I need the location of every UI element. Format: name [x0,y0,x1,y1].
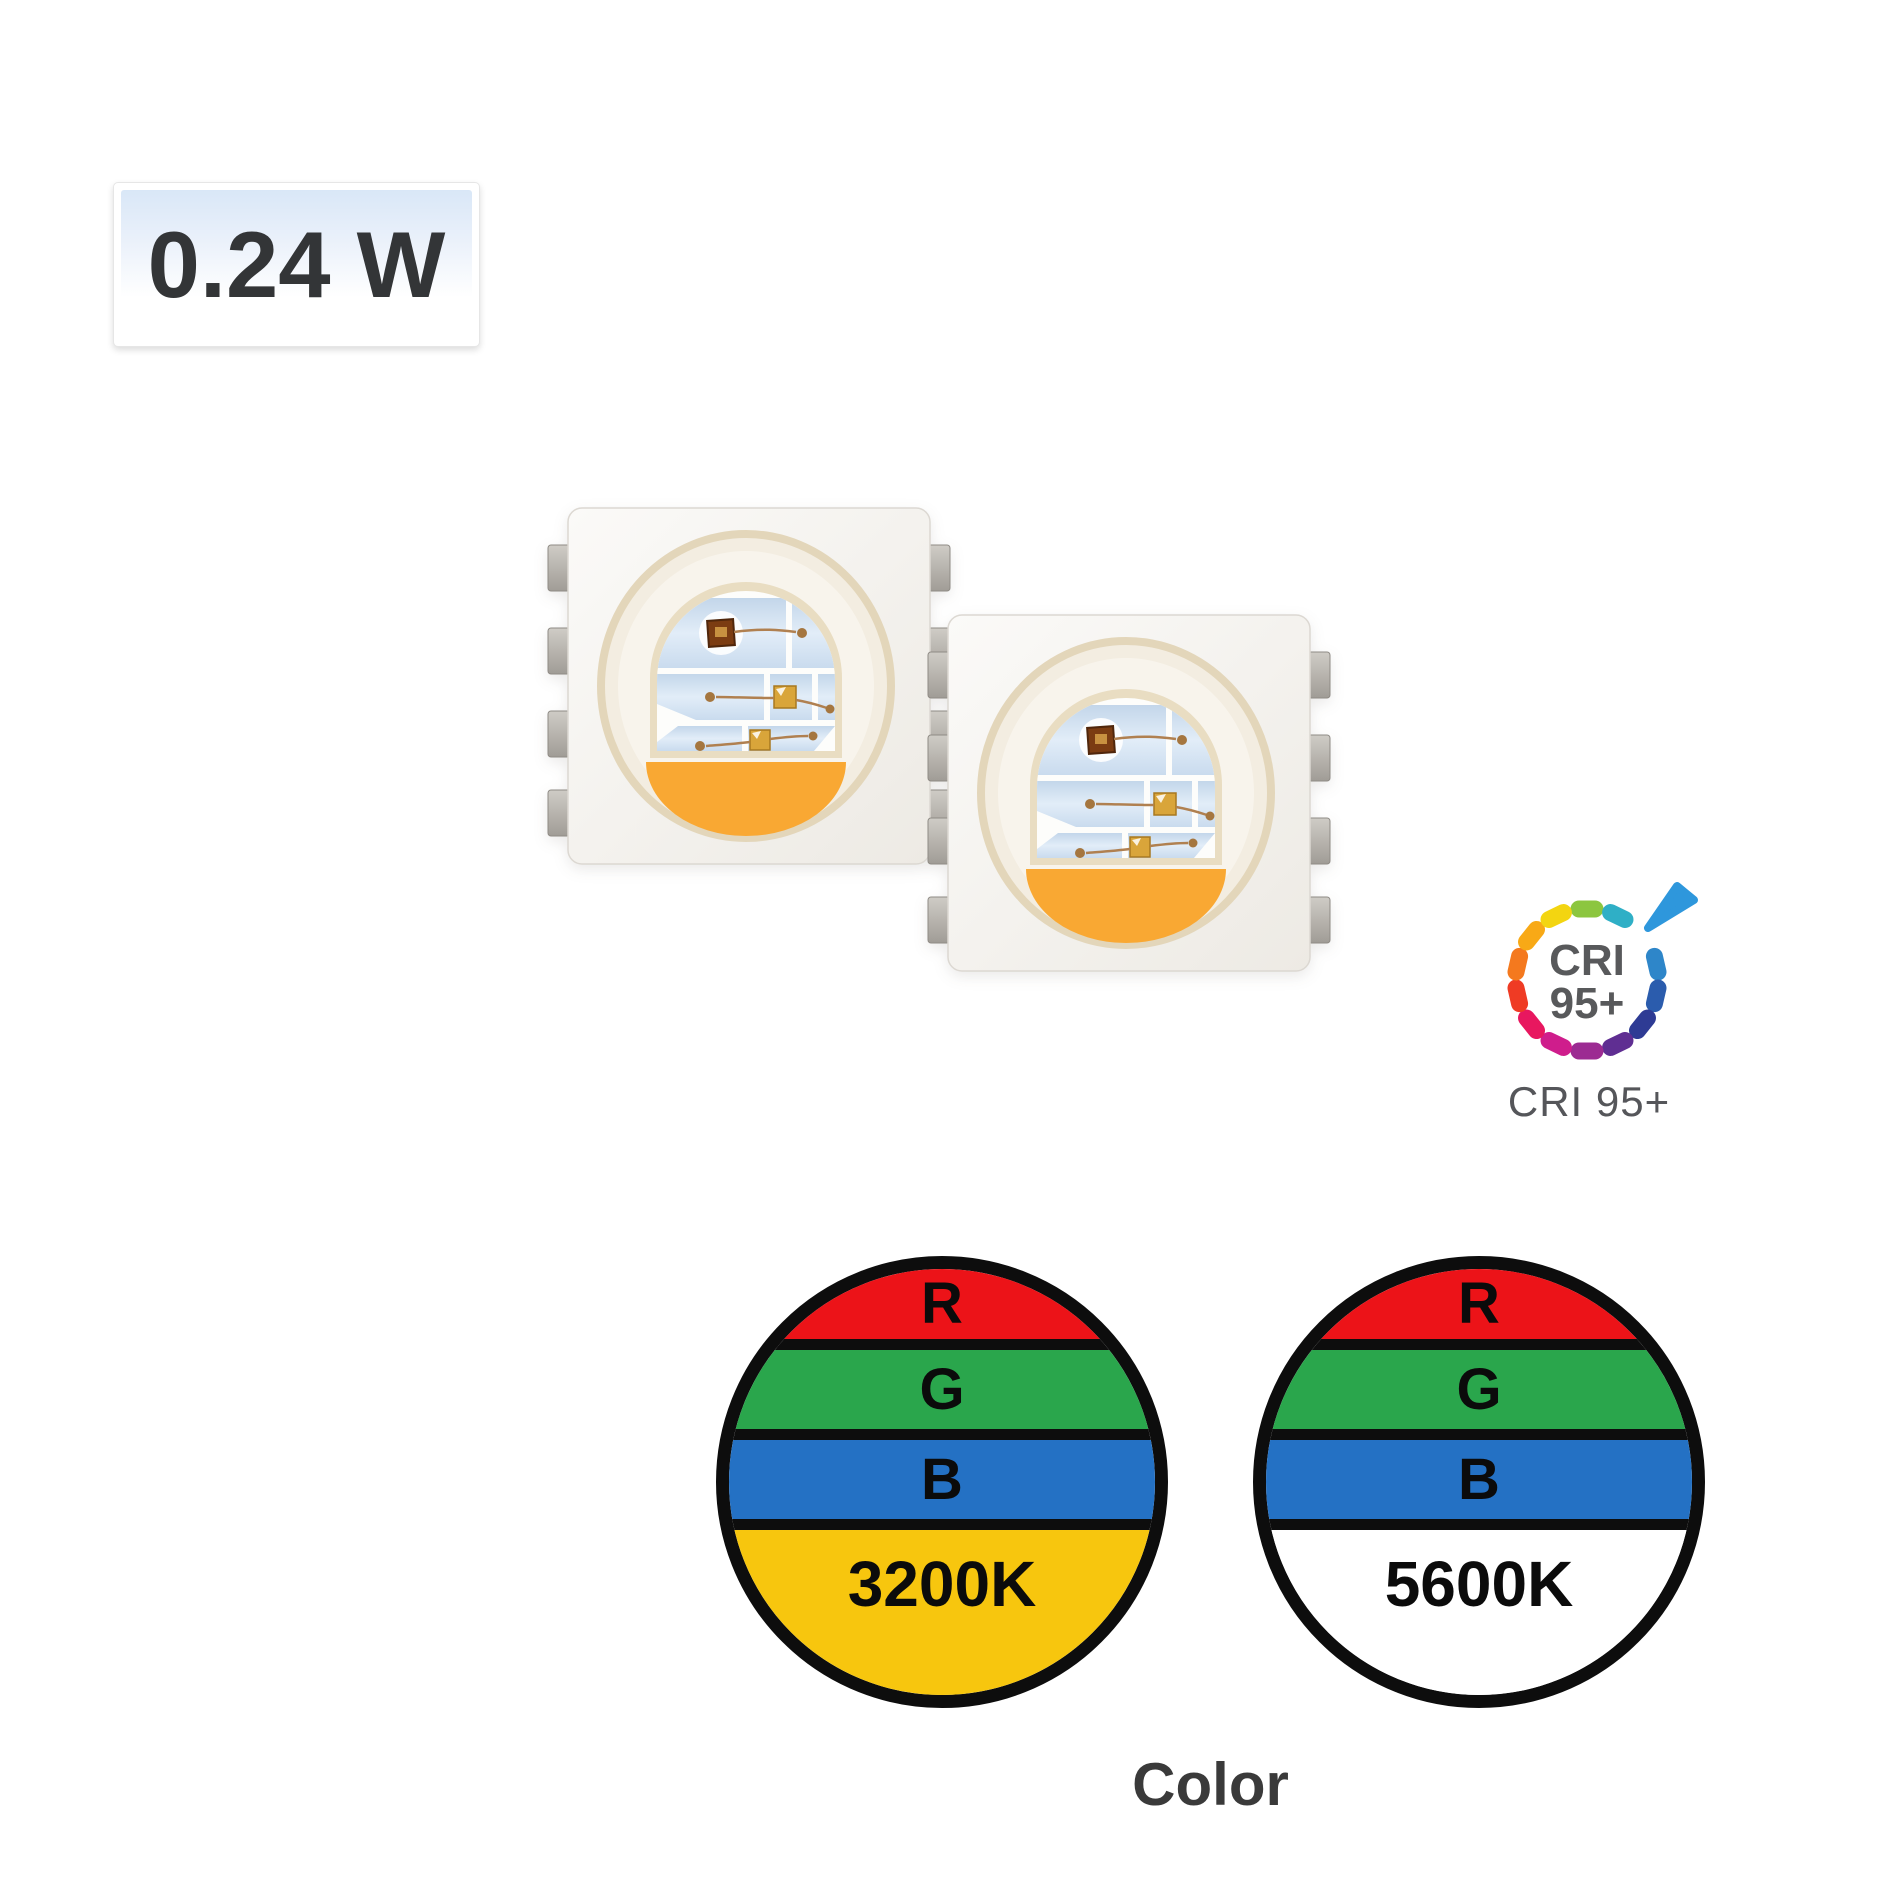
band-cct-label: 3200K [847,1548,1037,1620]
band-green-label: G [1456,1356,1502,1422]
band-red-label: R [921,1271,963,1336]
power-rating-badge: 0.24 W [113,182,480,347]
cri-label-line1: CRI [1549,936,1625,985]
power-rating-badge-inner: 0.24 W [121,190,472,339]
cri-ring-graphic: CRI 95+ [1507,882,1698,1060]
band-divider [1266,1429,1692,1440]
band-red-label: R [1458,1271,1500,1336]
band-divider [729,1429,1155,1440]
band-divider [1266,1519,1692,1530]
band-green: G [729,1350,1155,1429]
rgb-circle-3200k: R G B 3200K [716,1256,1168,1708]
cri-caption: CRI 95+ [1507,1078,1671,1125]
band-divider [729,1339,1155,1350]
band-divider [1266,1339,1692,1350]
band-red: R [729,1269,1155,1339]
band-cct: 3200K [729,1530,1155,1695]
pen-nib-icon [1644,882,1698,932]
power-rating-value: 0.24 W [147,211,446,317]
rgb-circle-5600k: R G B 5600K [1253,1256,1705,1708]
band-blue-label: B [921,1446,963,1512]
band-blue: B [729,1440,1155,1519]
color-section-caption: Color [1132,1751,1289,1818]
cri-badge: CRI 95+ CRI 95+ [1464,856,1714,1156]
band-green-label: G [919,1356,965,1422]
band-red: R [1266,1269,1692,1339]
band-green: G [1266,1350,1692,1429]
cri-color-ring [1507,900,1667,1060]
led-chip-2 [928,615,1330,971]
band-divider [729,1519,1155,1530]
band-blue-label: B [1458,1446,1500,1512]
cri-label-line2: 95+ [1550,979,1625,1028]
led-chips-photo [500,470,1360,1030]
led-chip-1 [548,508,950,864]
band-blue: B [1266,1440,1692,1519]
band-cct-label: 5600K [1384,1548,1574,1620]
band-cct: 5600K [1266,1530,1692,1695]
